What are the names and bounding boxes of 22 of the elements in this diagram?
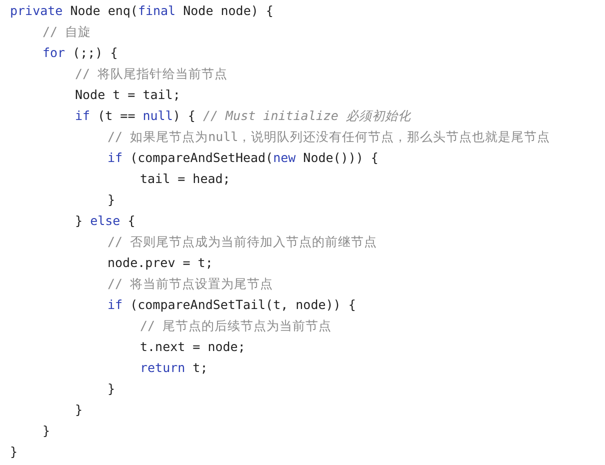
- code-line: return t;: [140, 360, 208, 376]
- code-comment: // 自旋: [42, 24, 92, 40]
- code-comment: // 否则尾节点成为当前待加入节点的前继节点: [108, 234, 378, 250]
- code-line: }: [108, 381, 116, 397]
- code-line: t.next = node;: [140, 339, 246, 355]
- code-line: node.prev = t;: [108, 255, 213, 271]
- code-line: tail = head;: [140, 171, 230, 187]
- code-line: private Node enq(final Node node) {: [10, 3, 274, 19]
- code-line: Node t = tail;: [75, 87, 180, 103]
- code-comment: // 尾节点的后续节点为当前节点: [140, 318, 332, 334]
- code-line: } else {: [75, 213, 136, 229]
- code-line: if (compareAndSetTail(t, node)) {: [108, 297, 356, 313]
- code-comment: // 将队尾指针给当前节点: [75, 66, 228, 82]
- code-line: }: [42, 423, 50, 439]
- code-line: for (;;) {: [42, 45, 118, 61]
- code-line: }: [75, 402, 83, 418]
- code-line: if (t == null) { // Must initialize 必须初始化: [75, 108, 411, 124]
- code-line: }: [10, 444, 18, 460]
- code-line: }: [108, 192, 116, 208]
- code-comment: // 如果尾节点为null，说明队列还没有任何节点，那么头节点也就是尾节点: [108, 129, 550, 145]
- code-comment: // 将当前节点设置为尾节点: [108, 276, 274, 292]
- code-line: if (compareAndSetHead(new Node())) {: [108, 150, 378, 166]
